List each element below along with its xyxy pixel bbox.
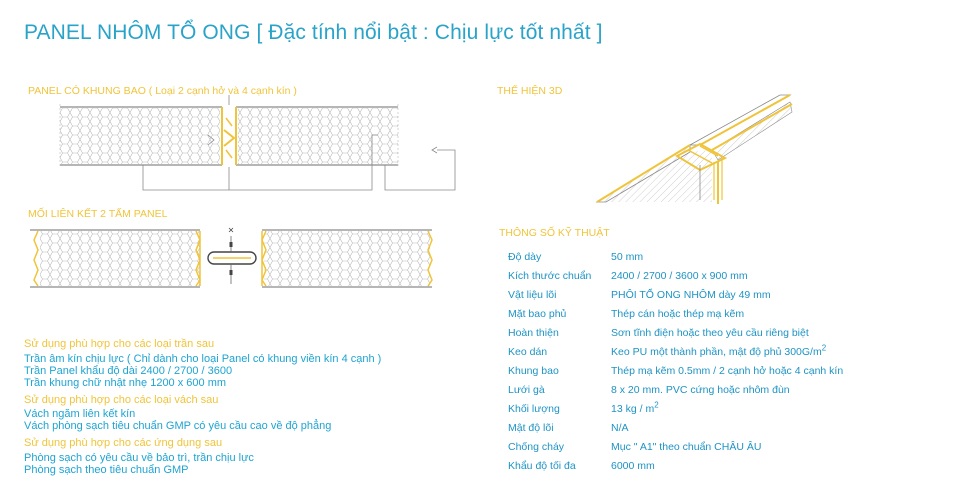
spec-value: 6000 mm — [611, 460, 655, 472]
spec-value: N/A — [611, 422, 629, 434]
spec-value: Thép cán hoặc thép mạ kẽm — [611, 308, 745, 320]
section-label-frame: PANEL CÓ KHUNG BAO ( Loại 2 cạnh hở và 4… — [28, 85, 297, 97]
spec-value: 2400 / 2700 / 3600 x 900 mm — [611, 270, 748, 282]
spec-key: Hoàn thiện — [508, 327, 559, 339]
link-panel-right — [261, 229, 433, 288]
section-label-specs: THÔNG SỐ KỸ THUẬT — [499, 227, 610, 239]
spec-key: Khối lượng — [508, 403, 560, 415]
usage-line: Phòng sạch theo tiêu chuẩn GMP — [24, 464, 189, 476]
framed-panel-joint — [221, 95, 237, 190]
usage-line: Vách phòng sạch tiêu chuẩn GMP có yêu cầ… — [24, 420, 332, 432]
spec-key: Mặt bao phủ — [508, 308, 567, 320]
spec-key: Keo dán — [508, 346, 548, 358]
view3d-diagram — [595, 94, 793, 204]
spec-value-wrap: 13 kg / m2 — [611, 400, 659, 415]
spec-superscript: 2 — [821, 343, 827, 353]
usage-line: Trần âm kín chịu lực ( Chỉ dành cho loại… — [24, 353, 382, 365]
spec-key: Độ dày — [508, 251, 542, 263]
spec-value: Mục " A1" theo chuẩn CHÂU ÂU — [611, 441, 762, 453]
spec-value: Sơn tĩnh điện hoặc theo yêu cầu riêng bi… — [611, 327, 809, 339]
usage-line: Phòng sạch có yêu cầu về bảo trì, trần c… — [24, 452, 254, 464]
page-title: PANEL NHÔM TỔ ONG [ Đặc tính nổi bật : C… — [24, 21, 603, 44]
usage-line: Trần khung chữ nhật nhẹ 1200 x 600 mm — [24, 377, 227, 389]
section-label-3d: THỂ HIỆN 3D — [497, 85, 563, 97]
spec-superscript: 2 — [654, 400, 659, 410]
usage-heading-application: Sử dụng phù hợp cho các ứng dụng sau — [24, 437, 223, 449]
spec-key: Kích thước chuẩn — [508, 270, 592, 282]
spec-key: Chống cháy — [508, 441, 565, 453]
section-label-link: MỐI LIÊN KẾT 2 TẤM PANEL — [28, 208, 168, 220]
link-connector — [207, 227, 257, 284]
spec-value: 8 x 20 mm. PVC cứng hoặc nhôm đùn — [611, 384, 790, 396]
spec-value: PHÔI TỔ ONG NHÔM dày 49 mm — [611, 289, 771, 301]
spec-key: Mật độ lõi — [508, 422, 554, 434]
usage-heading-wall: Sử dụng phù hợp cho các loại vách sau — [24, 394, 219, 406]
spec-value-wrap: Keo PU một thành phần, mật độ phủ 300G/m… — [611, 343, 827, 358]
framed-panel-right — [236, 104, 399, 168]
spec-value: 13 kg / m — [611, 403, 655, 415]
spec-value: 50 mm — [611, 251, 644, 263]
spec-key: Vật liệu lõi — [508, 289, 557, 301]
usage-line: Trần Panel khẩu độ dài 2400 / 2700 / 360… — [24, 365, 233, 377]
spec-value: Keo PU một thành phần, mật độ phủ 300G/m — [611, 346, 822, 358]
framed-panel-left — [59, 104, 222, 168]
usage-heading-ceiling: Sử dụng phù hợp cho các loại trần sau — [24, 338, 215, 350]
usage-line: Vách ngăm liên kết kín — [24, 408, 136, 420]
link-panel-left — [30, 229, 201, 288]
spec-key: Lưới gà — [508, 384, 545, 396]
spec-value: Thép mạ kẽm 0.5mm / 2 cạnh hở hoặc 4 cạn… — [611, 365, 844, 377]
spec-key: Khẩu độ tối đa — [508, 460, 576, 472]
spec-key: Khung bao — [508, 365, 559, 377]
